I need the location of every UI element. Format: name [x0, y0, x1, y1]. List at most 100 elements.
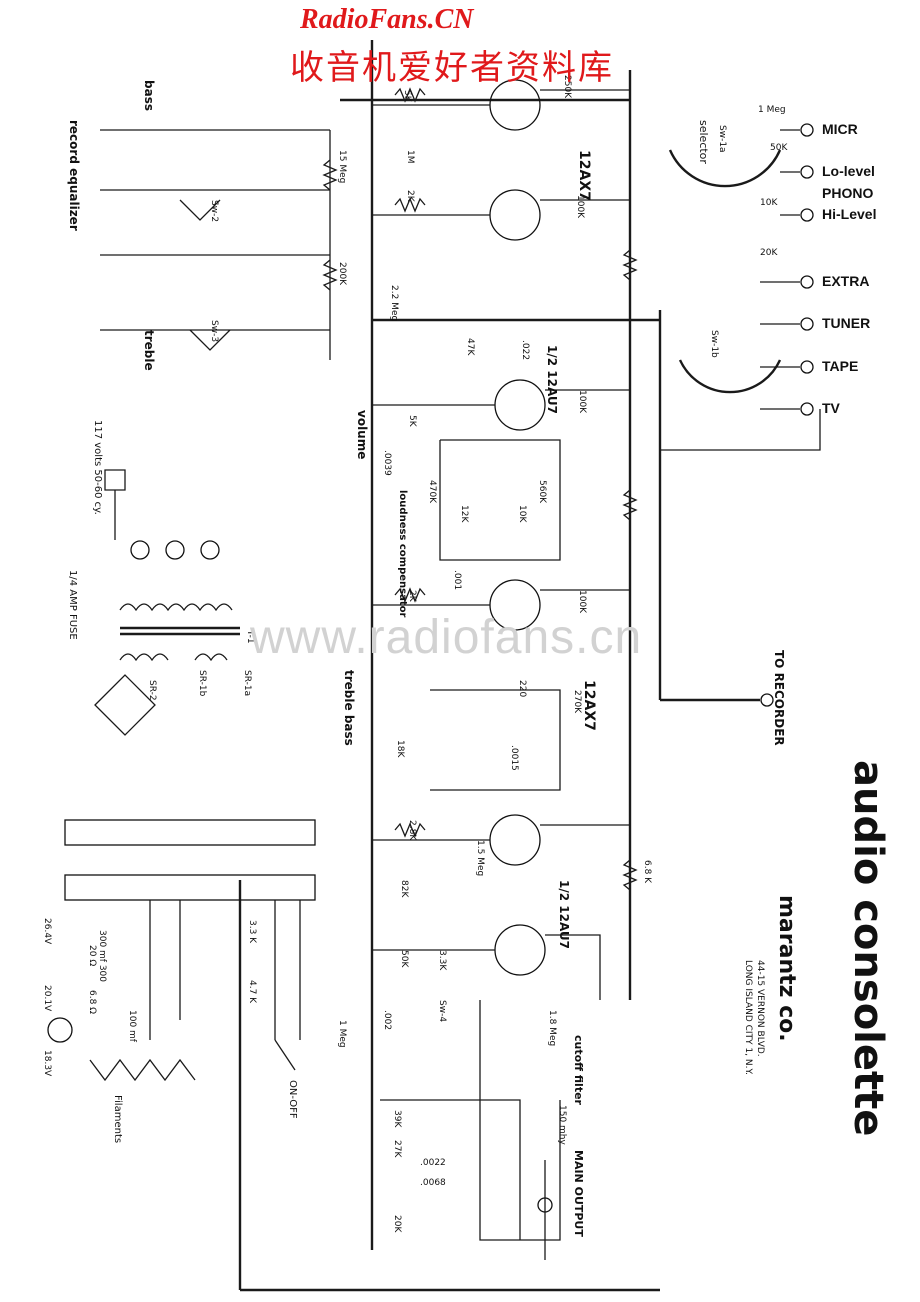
value-label: .0015 [509, 745, 519, 771]
volume-label: volume [355, 410, 369, 459]
jack-hi-level-icon [800, 208, 814, 222]
input-label-tuner: TUNER [822, 315, 871, 331]
transformer-primary-icon [119, 603, 233, 612]
jack-recorder-icon [760, 693, 774, 707]
cutoff-filter-label: cutoff filter [572, 1035, 585, 1106]
jack-tv-icon [800, 402, 814, 416]
terminal-strip-lower [64, 874, 316, 901]
on-off-label: ON-OFF [287, 1080, 298, 1119]
selector-sw1b-icon [678, 359, 782, 394]
value-label: .0022 [420, 1158, 446, 1168]
main-output-label: MAIN OUTPUT [572, 1150, 585, 1237]
value-label: 100K [575, 195, 585, 219]
value-label: 3.3K [437, 950, 447, 971]
value-label: 5K [402, 90, 412, 103]
value-label: 10K [760, 198, 778, 208]
value-label: 2K [407, 590, 417, 603]
tube-v1-label: 12AX7 [576, 150, 592, 201]
value-label: 47K [465, 338, 475, 356]
title-address-2: LONG ISLAND CITY 1, N.Y. [743, 960, 753, 1075]
resistor-icon [622, 489, 638, 521]
switch-label: Sw-1a [717, 125, 727, 153]
record-equalizer-label: record equalizer [67, 120, 81, 231]
value-label: .022 [520, 340, 530, 360]
value-label: 5K [407, 415, 417, 428]
value-label: 220 [517, 680, 527, 697]
output-branch [380, 1099, 521, 1240]
selector-label: selector [697, 120, 710, 164]
value-label: 2.8K [407, 820, 417, 841]
switch-label: Sw-1b [709, 330, 719, 358]
tone-box [430, 689, 561, 791]
input-label-tv: TV [822, 400, 840, 416]
to-recorder-label: TO RECORDER [772, 650, 786, 746]
pilot-lamp-icon [200, 540, 220, 560]
value-label: 560K [537, 480, 547, 504]
value-label: 100K [577, 590, 587, 614]
resistor-icon [622, 249, 638, 281]
value-label: .0039 [382, 450, 392, 476]
value-label: 1.5 Meg [475, 840, 485, 876]
main-output-jack-icon [537, 1197, 553, 1213]
pilot-lamp-icon [130, 540, 150, 560]
tube-v3-label: 12AX7 [581, 680, 597, 731]
selector-sw1a-icon [668, 149, 782, 188]
jack-extra-icon [800, 275, 814, 289]
switch-label: Sw-3 [209, 320, 219, 342]
selector-loop [659, 330, 821, 451]
watermark-chinese: 收音机爱好者资料库 [290, 48, 614, 88]
jack-tuner-icon [800, 317, 814, 331]
value-label: 150 mhy [557, 1105, 567, 1146]
pilot-lamp-icon [47, 1017, 73, 1043]
value-label: 1M [405, 150, 415, 164]
value-label: 1 Meg [337, 1020, 347, 1048]
bridge-rectifier-icon [94, 674, 156, 736]
title-address-1: 44-15 VERNON BLVD. [755, 960, 765, 1057]
value-label: 26.4V [42, 918, 52, 945]
value-label: 4.7 K [247, 980, 257, 1004]
tube-v3b [489, 814, 541, 866]
value-label: 2K [405, 190, 415, 203]
resistor-icon [622, 859, 638, 891]
bass-label: bass [142, 80, 156, 111]
value-label: SR-1b [197, 670, 207, 697]
power-input-label: 117 volts 50-60 cy. [92, 420, 103, 515]
value-label: 100 mf [127, 1010, 137, 1043]
jack-tape-icon [800, 360, 814, 374]
value-label: 6.8 K [642, 860, 652, 884]
value-label: 27K [392, 1140, 402, 1158]
resistor-icon [394, 822, 426, 838]
value-label: 1 Meg [758, 105, 786, 115]
pilot-lamp-icon [165, 540, 185, 560]
value-label: 200K [337, 262, 347, 286]
value-label: 15 Meg [337, 150, 347, 183]
value-label: 18.3V [42, 1050, 52, 1077]
resistor-icon [394, 87, 426, 103]
fuse-label: 1/4 AMP FUSE [67, 570, 78, 640]
plug-icon [104, 469, 126, 491]
input-label-hi-level: Hi-Level [822, 206, 877, 222]
jack-micr-icon [800, 123, 814, 137]
value-label: 20K [392, 1215, 402, 1233]
transformer-secondary-icon [194, 653, 228, 662]
switch-sw2-icon [179, 199, 221, 221]
value-label: SR-1a [242, 670, 252, 696]
value-label: 270K [572, 690, 582, 714]
switch-sw3-icon [189, 329, 231, 351]
value-label: 100K [577, 390, 587, 414]
tube-v2b-label: 1/2 12AU7 [557, 880, 571, 949]
value-label: 50K [399, 950, 409, 968]
value-label: 18K [395, 740, 405, 758]
loudness-box [439, 439, 561, 561]
title-main: audio consolette [845, 760, 891, 1136]
treble-label: treble [142, 330, 156, 371]
resistor-icon [322, 159, 338, 191]
value-label: .002 [382, 1010, 392, 1030]
value-label: 12K [459, 505, 469, 523]
value-label: 250K [562, 75, 572, 99]
tube-v2-label: 1/2 12AU7 [545, 345, 559, 414]
terminal-strip-upper [64, 819, 316, 846]
value-label: T-1 [245, 629, 255, 644]
watermark-site: RadioFans.CN [300, 4, 474, 35]
